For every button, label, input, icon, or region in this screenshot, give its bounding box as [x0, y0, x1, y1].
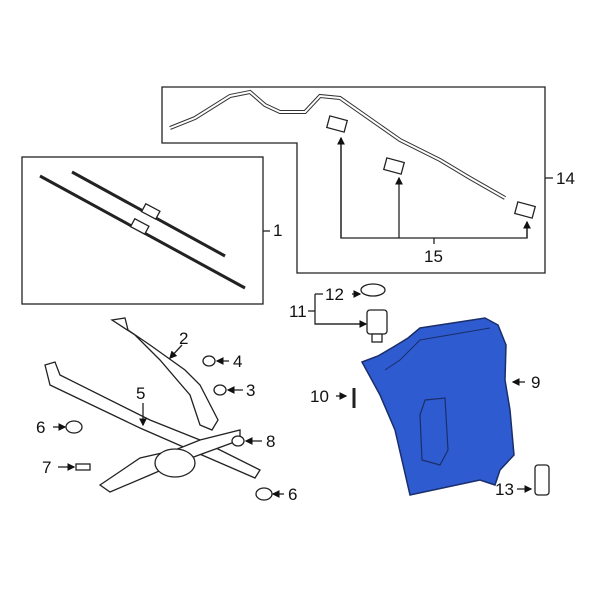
cap [202, 355, 216, 367]
callout-2: 2 [179, 329, 189, 348]
callout-14: 14 [556, 169, 575, 188]
callout-7: 7 [42, 458, 52, 477]
callout-13: 13 [495, 480, 514, 499]
nozzle-2 [382, 157, 406, 175]
wiper-arm [110, 317, 219, 431]
washer-pump [534, 464, 550, 496]
washer-hose [169, 89, 506, 200]
callout-4: 4 [233, 352, 243, 371]
callout-5: 5 [136, 384, 146, 403]
callout-15: 15 [424, 247, 443, 266]
nozzle-1 [325, 115, 349, 133]
nut-3 [213, 384, 227, 396]
callout-11: 11 [289, 302, 307, 321]
seal [360, 283, 386, 297]
callout-9: 9 [531, 373, 541, 392]
grommet-a [65, 420, 83, 434]
callout-3: 3 [246, 381, 256, 400]
callout-10: 10 [310, 387, 329, 406]
grommet-b [255, 487, 273, 501]
hose-box-outline [161, 86, 546, 274]
callout-1: 1 [273, 221, 283, 240]
washer-reservoir [360, 317, 515, 496]
nut-8 [231, 435, 245, 447]
callout-12: 12 [325, 285, 344, 304]
wiper-motor [154, 448, 196, 478]
callout-8: 8 [266, 432, 276, 451]
stud [75, 463, 91, 471]
callout-6b: 6 [288, 485, 298, 504]
nozzle-3 [513, 201, 537, 219]
level-sensor [366, 309, 388, 335]
callout-6a: 6 [36, 418, 46, 437]
